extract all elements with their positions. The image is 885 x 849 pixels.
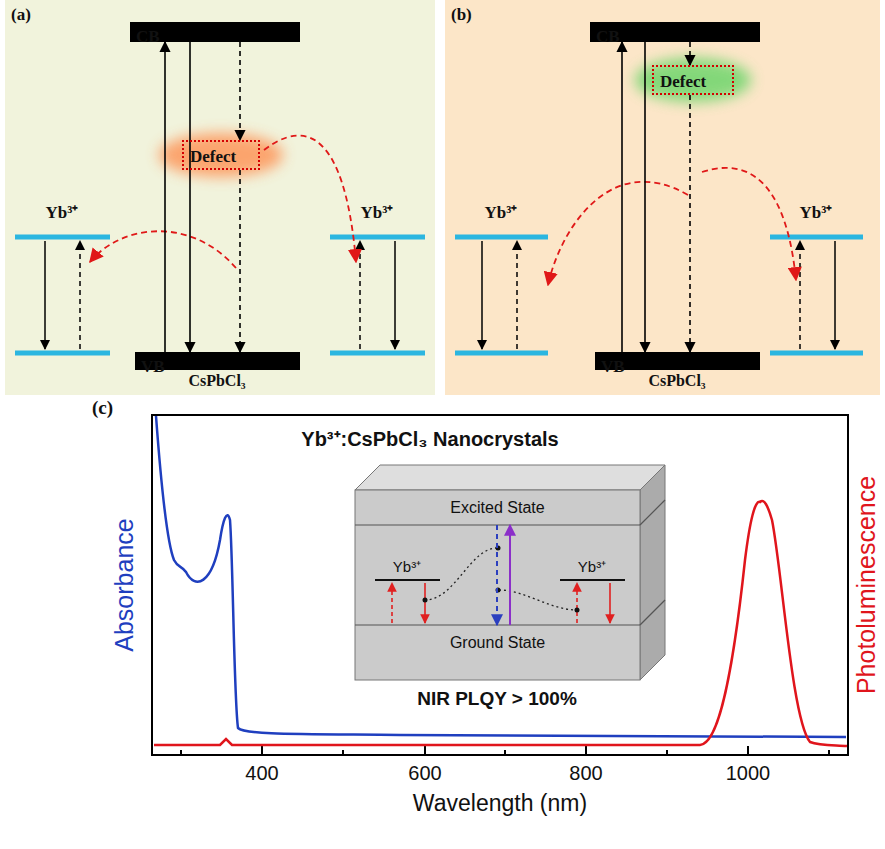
host-label: CsPbCl₃ <box>648 372 705 390</box>
inset-transfer-paths <box>425 548 577 610</box>
axis-ticks <box>181 746 829 755</box>
state-lines <box>355 500 665 625</box>
axis-title: Photoluminescence <box>852 476 881 694</box>
node-text: Ground State <box>450 634 545 652</box>
panel-ground <box>5 0 435 395</box>
host-label: CsPbCl₃ <box>188 372 245 390</box>
tick-label: 400 <box>245 762 278 785</box>
node-text: Excited State <box>450 499 544 517</box>
defect-glow <box>159 133 283 177</box>
valence-band: VB <box>595 352 760 370</box>
inset-cube-side <box>640 465 665 680</box>
tick-label: 600 <box>408 762 441 785</box>
inset-caption: NIR PLQY > 100% <box>417 688 577 710</box>
energy-panel: (a) CB DefectVB <box>5 0 435 395</box>
transition-arrow <box>689 95 691 352</box>
ion-label: Yb³⁺ <box>578 556 606 576</box>
inset-dots <box>423 546 580 613</box>
yb-levels <box>15 237 863 353</box>
transition-arrow <box>689 42 691 65</box>
panel-ground <box>445 0 880 395</box>
transition-arrow <box>509 525 511 625</box>
node-text: (a) <box>11 5 31 25</box>
inset-yb-levels <box>375 579 625 581</box>
transition-arrow <box>644 42 646 352</box>
axis-title: Wavelength (nm) <box>413 790 587 817</box>
transition-arrow <box>164 42 166 352</box>
ion-label: Yb³⁺ <box>485 200 518 223</box>
energy-transfer-arrows <box>90 136 796 285</box>
inset-cube-top <box>355 465 665 490</box>
ground-state-band: Ground State <box>355 625 640 660</box>
chart-title: Yb³⁺:CsPbCl₃ Nanocrystals <box>301 425 558 452</box>
yb-transition-arrows <box>45 241 835 349</box>
tick-label: 1000 <box>726 762 771 785</box>
chart-frame <box>152 415 848 755</box>
ion-label: Yb³⁺ <box>46 200 79 223</box>
node-text: VB <box>141 357 165 377</box>
transition-arrow <box>239 170 241 352</box>
inset-yb-arrows <box>392 583 610 623</box>
node-text: CB <box>596 27 620 47</box>
node-text: CB <box>136 27 160 47</box>
node-text: (b) <box>451 5 472 25</box>
node-text: VB <box>601 357 625 377</box>
transition-arrow <box>239 42 241 140</box>
transition-arrow <box>496 525 498 625</box>
node-text: Defect <box>660 72 706 92</box>
valence-band: VB <box>135 352 300 370</box>
defect-glow <box>635 58 751 102</box>
ion-label: Yb³⁺ <box>361 200 394 223</box>
defect-box: Defect <box>182 140 260 170</box>
node-text: Defect <box>190 147 236 167</box>
energy-panel: (b) CB DefectVB <box>445 0 880 395</box>
conduction-band: CB <box>130 22 300 42</box>
axis-title: Absorbance <box>110 518 139 651</box>
ion-label: Yb³⁺ <box>800 200 833 223</box>
transition-arrow <box>189 42 191 352</box>
ion-label: Yb³⁺ <box>393 556 421 576</box>
inset-cube-front <box>355 490 640 680</box>
conduction-band: CB <box>590 22 760 42</box>
panel-letter: (c) <box>92 397 113 419</box>
transition-arrow <box>621 42 623 352</box>
excited-state-band: Excited State <box>355 490 640 525</box>
tick-label: 800 <box>569 762 602 785</box>
defect-box: Defect <box>652 65 734 95</box>
